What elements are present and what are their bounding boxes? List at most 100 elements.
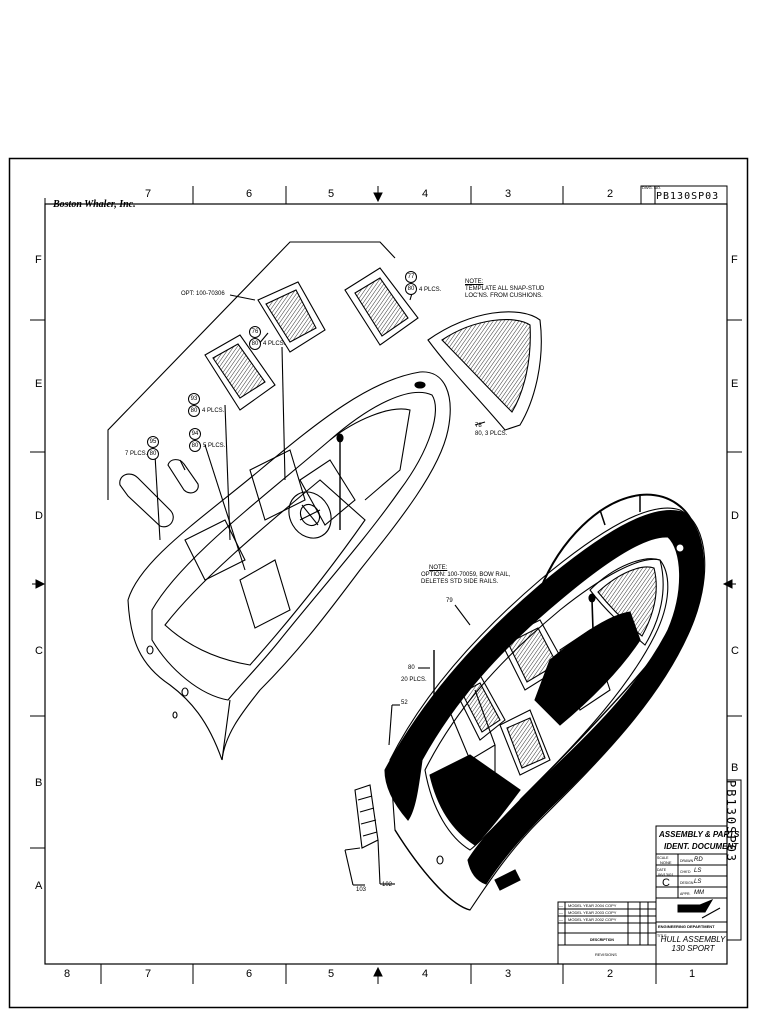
note-1-line-1: TEMPLATE ALL SNAP-STUD bbox=[465, 286, 545, 292]
hull-assembled-view bbox=[344, 493, 706, 911]
date-label: DATE bbox=[657, 868, 667, 872]
hull-exploded-view bbox=[107, 241, 542, 761]
zone-top-3: 3 bbox=[505, 188, 512, 200]
center-arrow-bottom bbox=[373, 966, 383, 984]
left-zone-ticks bbox=[30, 319, 45, 849]
doc-type-line-2: IDENT. DOCUMENT bbox=[664, 842, 739, 851]
opt-callout: OPT: 100-70306 bbox=[181, 291, 225, 297]
sheet-frame bbox=[8, 157, 749, 1009]
vertical-number-box bbox=[726, 779, 742, 941]
callout-95-number: 95 bbox=[147, 436, 159, 448]
title-label: TITLE bbox=[657, 934, 667, 938]
callout-93-qty: 80 bbox=[188, 405, 200, 417]
callout-94-qty: 80 bbox=[189, 440, 201, 452]
note-2-line-2: DELETES STD SIDE RAILS. bbox=[421, 579, 499, 585]
callout-52: 52 bbox=[401, 700, 408, 706]
zone-bottom-3: 3 bbox=[505, 968, 512, 980]
description-header: DESCRIPTION bbox=[590, 938, 614, 942]
zone-left-d: D bbox=[35, 510, 43, 522]
drawn-value: RD bbox=[694, 857, 703, 863]
callout-80-plcs: 20 PLCS. bbox=[401, 677, 427, 683]
checked-label: CHK'D bbox=[680, 870, 691, 874]
zone-right-d: D bbox=[731, 510, 739, 522]
revisions-header: REVISIONS bbox=[595, 952, 617, 957]
zone-bottom-7: 7 bbox=[145, 968, 152, 980]
zone-bottom-4: 4 bbox=[422, 968, 429, 980]
design-value: LS bbox=[694, 879, 702, 885]
right-zone-ticks bbox=[727, 319, 742, 717]
checked-value: LS bbox=[694, 868, 702, 874]
design-label: DESIGN bbox=[680, 881, 694, 885]
callout-77-qty: 80 bbox=[405, 283, 417, 295]
drawing-number-label: DWG. NO. bbox=[642, 185, 662, 190]
callout-102: 102 bbox=[382, 882, 393, 888]
rev-row-3-desc: MODEL YEAR 2002 COPY bbox=[568, 917, 617, 922]
top-zone-ticks bbox=[192, 186, 642, 204]
center-arrow-right bbox=[722, 579, 736, 589]
zone-top-6: 6 bbox=[246, 188, 253, 200]
zone-bottom-2: 2 bbox=[607, 968, 614, 980]
zone-right-f: F bbox=[731, 254, 738, 266]
approved-value: MM bbox=[694, 890, 704, 896]
drawing-title-line-1: HULL ASSEMBLY bbox=[660, 935, 726, 944]
rev-row-2-desc: MODEL YEAR 2003 COPY bbox=[568, 910, 617, 915]
title-block-lines bbox=[557, 825, 728, 965]
center-arrow-top bbox=[373, 186, 383, 203]
zone-right-b: B bbox=[731, 762, 739, 774]
rev-row-1-mark: — bbox=[559, 903, 563, 908]
company-name: Boston Whaler, Inc. bbox=[53, 199, 136, 210]
vertical-drawing-number: PB130SP03 bbox=[724, 780, 738, 940]
callout-76-number: 76 bbox=[249, 326, 261, 338]
zone-left-f: F bbox=[35, 254, 42, 266]
callout-78-qty: 80, 3 PLCS. bbox=[475, 431, 508, 437]
drawn-label: DRAWN bbox=[680, 859, 694, 863]
scale-value: NONE bbox=[660, 860, 672, 865]
zone-left-e: E bbox=[35, 378, 43, 390]
zone-left-c: C bbox=[35, 645, 43, 657]
zone-right-c: C bbox=[731, 645, 739, 657]
callout-78-number: 78 bbox=[475, 423, 482, 429]
zone-top-7: 7 bbox=[145, 188, 152, 200]
rev-row-3-mark: — bbox=[559, 917, 563, 922]
rev-row-1-desc: MODEL YEAR 2004 COPY bbox=[568, 903, 617, 908]
callout-94-plcs: 5 PLCS. bbox=[203, 443, 226, 449]
date-value: 06/13/01 bbox=[658, 872, 674, 877]
bottom-zone-ticks bbox=[100, 964, 657, 984]
zone-top-4: 4 bbox=[422, 188, 429, 200]
zone-top-5: 5 bbox=[328, 188, 335, 200]
zone-bottom-8: 8 bbox=[64, 968, 71, 980]
callout-95-plcs: 7 PLCS. bbox=[125, 451, 148, 457]
zone-bottom-6: 6 bbox=[246, 968, 253, 980]
callout-93-plcs: 4 PLCS. bbox=[202, 408, 225, 414]
callout-77-number: 77 bbox=[405, 271, 417, 283]
zone-left-a: A bbox=[35, 880, 43, 892]
note-1-line-2: LOC'NS. FROM CUSHIONS. bbox=[465, 293, 543, 299]
zone-bottom-5: 5 bbox=[328, 968, 335, 980]
rev-row-2-mark: — bbox=[559, 910, 563, 915]
callout-79: 79 bbox=[446, 598, 453, 604]
doc-type-line-1: ASSEMBLY & PARTS bbox=[659, 830, 740, 839]
callout-95-qty: 80 bbox=[147, 448, 159, 460]
callout-80-number: 80 bbox=[408, 665, 415, 671]
callout-76-qty: 80 bbox=[249, 338, 261, 350]
note-2-line-1: OPTION: 100-70059, BOW RAIL, bbox=[421, 572, 511, 578]
callout-103: 103 bbox=[356, 887, 367, 893]
note-2-title: NOTE: bbox=[429, 565, 448, 571]
zone-bottom-1: 1 bbox=[689, 968, 696, 980]
drawing-number: PB130SP03 bbox=[656, 191, 720, 202]
zone-right-e: E bbox=[731, 378, 739, 390]
zone-left-b: B bbox=[35, 777, 43, 789]
zone-top-2: 2 bbox=[607, 188, 614, 200]
scale-label: SCALE bbox=[657, 856, 669, 860]
callout-93-number: 93 bbox=[188, 393, 200, 405]
drawing-number-box bbox=[640, 185, 728, 205]
sheet-size: C bbox=[662, 877, 670, 889]
callout-94-number: 94 bbox=[189, 428, 201, 440]
callout-77-plcs: 4 PLCS. bbox=[419, 287, 442, 293]
center-arrow-left bbox=[32, 579, 46, 589]
callout-76-plcs: 4 PLCS. bbox=[263, 341, 286, 347]
note-1-title: NOTE: bbox=[465, 279, 484, 285]
department: ENGINEERING DEPARTMENT bbox=[658, 924, 715, 929]
approved-label: APPR. bbox=[680, 892, 691, 896]
